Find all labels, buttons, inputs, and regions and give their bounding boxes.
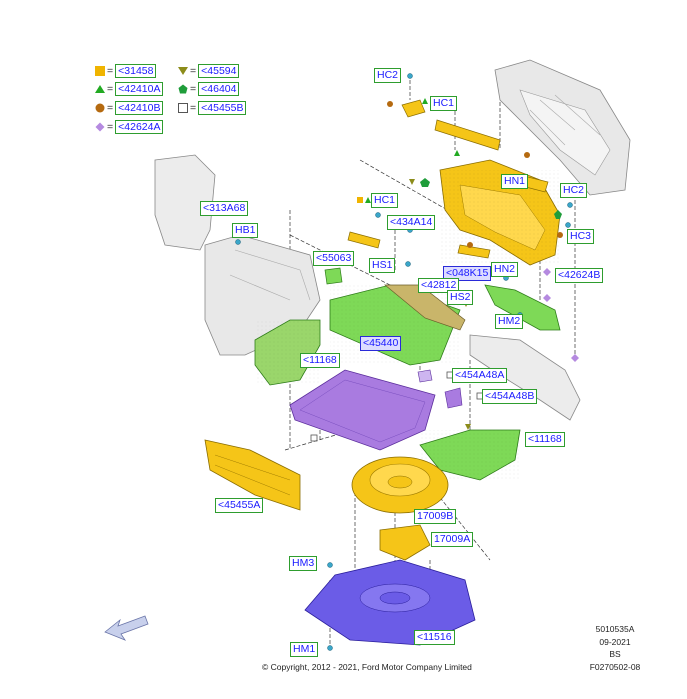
yellow-trim-panel: [439, 159, 561, 266]
legend-code[interactable]: <42410B: [115, 101, 164, 115]
legend-code[interactable]: <45455B: [198, 101, 247, 115]
legend-code[interactable]: <45594: [198, 64, 240, 78]
legend-item-42624a: =<42624A: [95, 120, 164, 134]
callout-hn2[interactable]: HN2: [491, 262, 519, 277]
yellow-foam-insert: [204, 439, 301, 511]
callout-17009a[interactable]: 17009A: [431, 532, 474, 547]
legend-item-42410b: =<42410B: [95, 101, 164, 115]
callout-313a68[interactable]: <313A68: [200, 201, 249, 216]
legend-code[interactable]: <42624A: [115, 120, 164, 134]
callout-454a48b[interactable]: <454A48B: [482, 389, 538, 404]
callout-hb1[interactable]: HB1: [232, 223, 259, 238]
pentagon-icon: [178, 84, 188, 94]
callout-45440[interactable]: <45440: [360, 336, 402, 351]
legend-item-42410a: =<42410A: [95, 82, 164, 96]
callout-454a48a[interactable]: <454A48A: [452, 368, 508, 383]
yellow-spacer: [379, 524, 431, 561]
legend-item-45455b: =<45455B: [178, 101, 247, 115]
olive-strip: [384, 284, 466, 331]
callout-434a14[interactable]: <434A14: [387, 215, 436, 230]
callout-hc1-mid[interactable]: HC1: [371, 193, 399, 208]
callout-11168-right[interactable]: <11168: [525, 432, 565, 447]
callout-hc2-right[interactable]: HC2: [560, 183, 588, 198]
callout-11168-left[interactable]: <11168: [300, 353, 340, 368]
legend-item-46404: =<46404: [178, 82, 240, 96]
legend-item-45594: =<45594: [178, 64, 240, 78]
body-side-panel-right: [494, 59, 631, 196]
diamond-icon: [95, 122, 105, 132]
legend-markers: [310, 98, 579, 442]
copyright-text: © Copyright, 2012 - 2021, Ford Motor Com…: [262, 662, 472, 672]
callout-17009b[interactable]: 17009B: [414, 509, 457, 524]
triangle-down-icon: [178, 67, 188, 75]
callout-42812[interactable]: <42812: [418, 278, 460, 293]
legend-code[interactable]: <46404: [198, 82, 240, 96]
callout-hm2[interactable]: HM2: [495, 314, 524, 329]
callout-048k15[interactable]: <048K15: [443, 266, 492, 281]
callout-hc2-top[interactable]: HC2: [374, 68, 402, 83]
callout-hm3[interactable]: HM3: [289, 556, 318, 571]
callout-hs1[interactable]: HS1: [369, 258, 396, 273]
floor-pan-blue: [304, 559, 476, 646]
spare-wheel-tub: [351, 456, 449, 514]
callout-hn1[interactable]: HN1: [501, 174, 529, 189]
circle-icon: [95, 103, 105, 113]
triangle-up-icon: [95, 85, 105, 93]
reference-date: 09-2021: [599, 637, 631, 647]
reference-figure: F0270502-08: [589, 662, 641, 672]
rear-body-panel: [469, 334, 581, 421]
callout-42624b[interactable]: <42624B: [555, 268, 604, 283]
reference-market: BS: [609, 649, 621, 659]
callout-11516[interactable]: <11516: [414, 630, 455, 645]
legend-code[interactable]: <31458: [115, 64, 157, 78]
callout-hc1-top[interactable]: HC1: [430, 96, 458, 111]
green-bracket-small: [324, 267, 343, 285]
yellow-trim-strips: [347, 99, 549, 259]
legend-code[interactable]: <42410A: [115, 82, 164, 96]
callout-45455a[interactable]: <45455A: [215, 498, 264, 513]
purple-bracket: [417, 369, 463, 409]
square-open-icon: [178, 103, 188, 113]
callout-hc3[interactable]: HC3: [567, 229, 595, 244]
direction-arrow-icon: [104, 615, 149, 641]
legend-item-31458: =<31458: [95, 64, 157, 78]
square-filled-icon: [95, 66, 105, 76]
callout-hm1[interactable]: HM1: [290, 642, 319, 657]
callout-55063[interactable]: <55063: [313, 251, 355, 266]
callout-hs2[interactable]: HS2: [447, 290, 474, 305]
green-side-panel-left: [254, 319, 321, 386]
reference-code: 5010535A: [595, 624, 635, 634]
load-floor-green: [329, 284, 461, 366]
green-rear-sill: [484, 284, 561, 331]
